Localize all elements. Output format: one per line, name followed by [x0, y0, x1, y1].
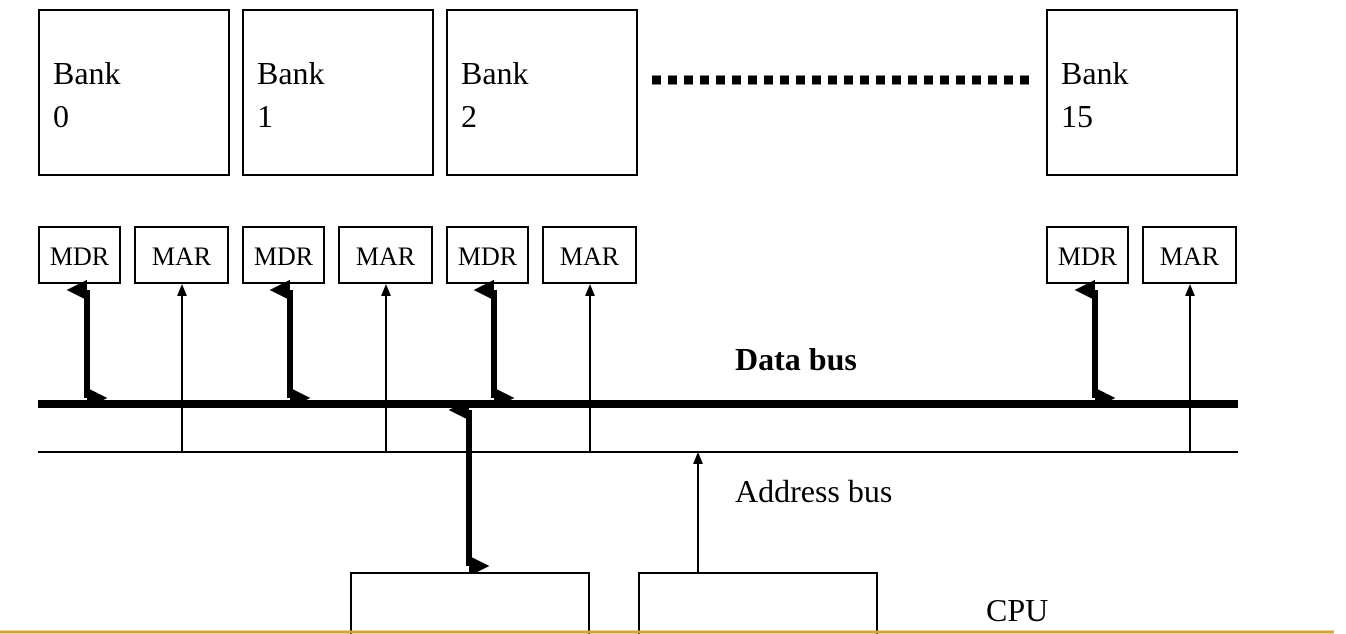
- cpu-data-unit: [350, 572, 590, 634]
- mdr-data-arrows: [66, 279, 1116, 409]
- mar-label: MAR: [1160, 242, 1220, 271]
- bank-0: Bank 0: [38, 9, 230, 176]
- bank-15: Bank 15: [1046, 9, 1238, 176]
- arrowhead: [381, 284, 391, 296]
- bank-2: Bank 2: [446, 9, 638, 176]
- mdr-label: MDR: [1058, 242, 1118, 271]
- mdr-label: MDR: [458, 242, 518, 271]
- bank-0-number: 0: [53, 98, 69, 134]
- bank-15-number: 15: [1061, 98, 1093, 134]
- register-group-0: MDR MAR: [38, 226, 229, 284]
- mar-register: [1142, 226, 1237, 284]
- mar-address-arrows: [177, 284, 1195, 452]
- cpu-address-unit: [638, 572, 878, 634]
- register-group-15: MDR MAR: [1046, 226, 1237, 284]
- bank-2-number: 2: [461, 98, 477, 134]
- bank-1-word: Bank: [257, 55, 325, 91]
- arrowhead: [177, 284, 187, 296]
- address-bus-label: Address bus: [735, 473, 892, 509]
- mar-label: MAR: [152, 242, 212, 271]
- register-group-2: MDR MAR: [446, 226, 637, 284]
- mar-label: MAR: [560, 242, 620, 271]
- arrowhead: [693, 452, 703, 464]
- bank-1-number: 1: [257, 98, 273, 134]
- mar-label: MAR: [356, 242, 416, 271]
- bank-15-word: Bank: [1061, 55, 1129, 91]
- register-group-1: MDR MAR: [242, 226, 433, 284]
- mdr-label: MDR: [50, 242, 110, 271]
- arrowhead: [1185, 284, 1195, 296]
- bank-2-word: Bank: [461, 55, 529, 91]
- mar-register: [134, 226, 229, 284]
- mdr-label: MDR: [254, 242, 314, 271]
- mar-register: [542, 226, 637, 284]
- data-bus-label: Data bus: [735, 341, 857, 377]
- bank-1: Bank 1: [242, 9, 434, 176]
- mdr-register: [38, 226, 121, 284]
- bank-0-word: Bank: [53, 55, 121, 91]
- cpu-label: CPU: [986, 592, 1048, 628]
- mar-register: [338, 226, 433, 284]
- arrowhead: [585, 284, 595, 296]
